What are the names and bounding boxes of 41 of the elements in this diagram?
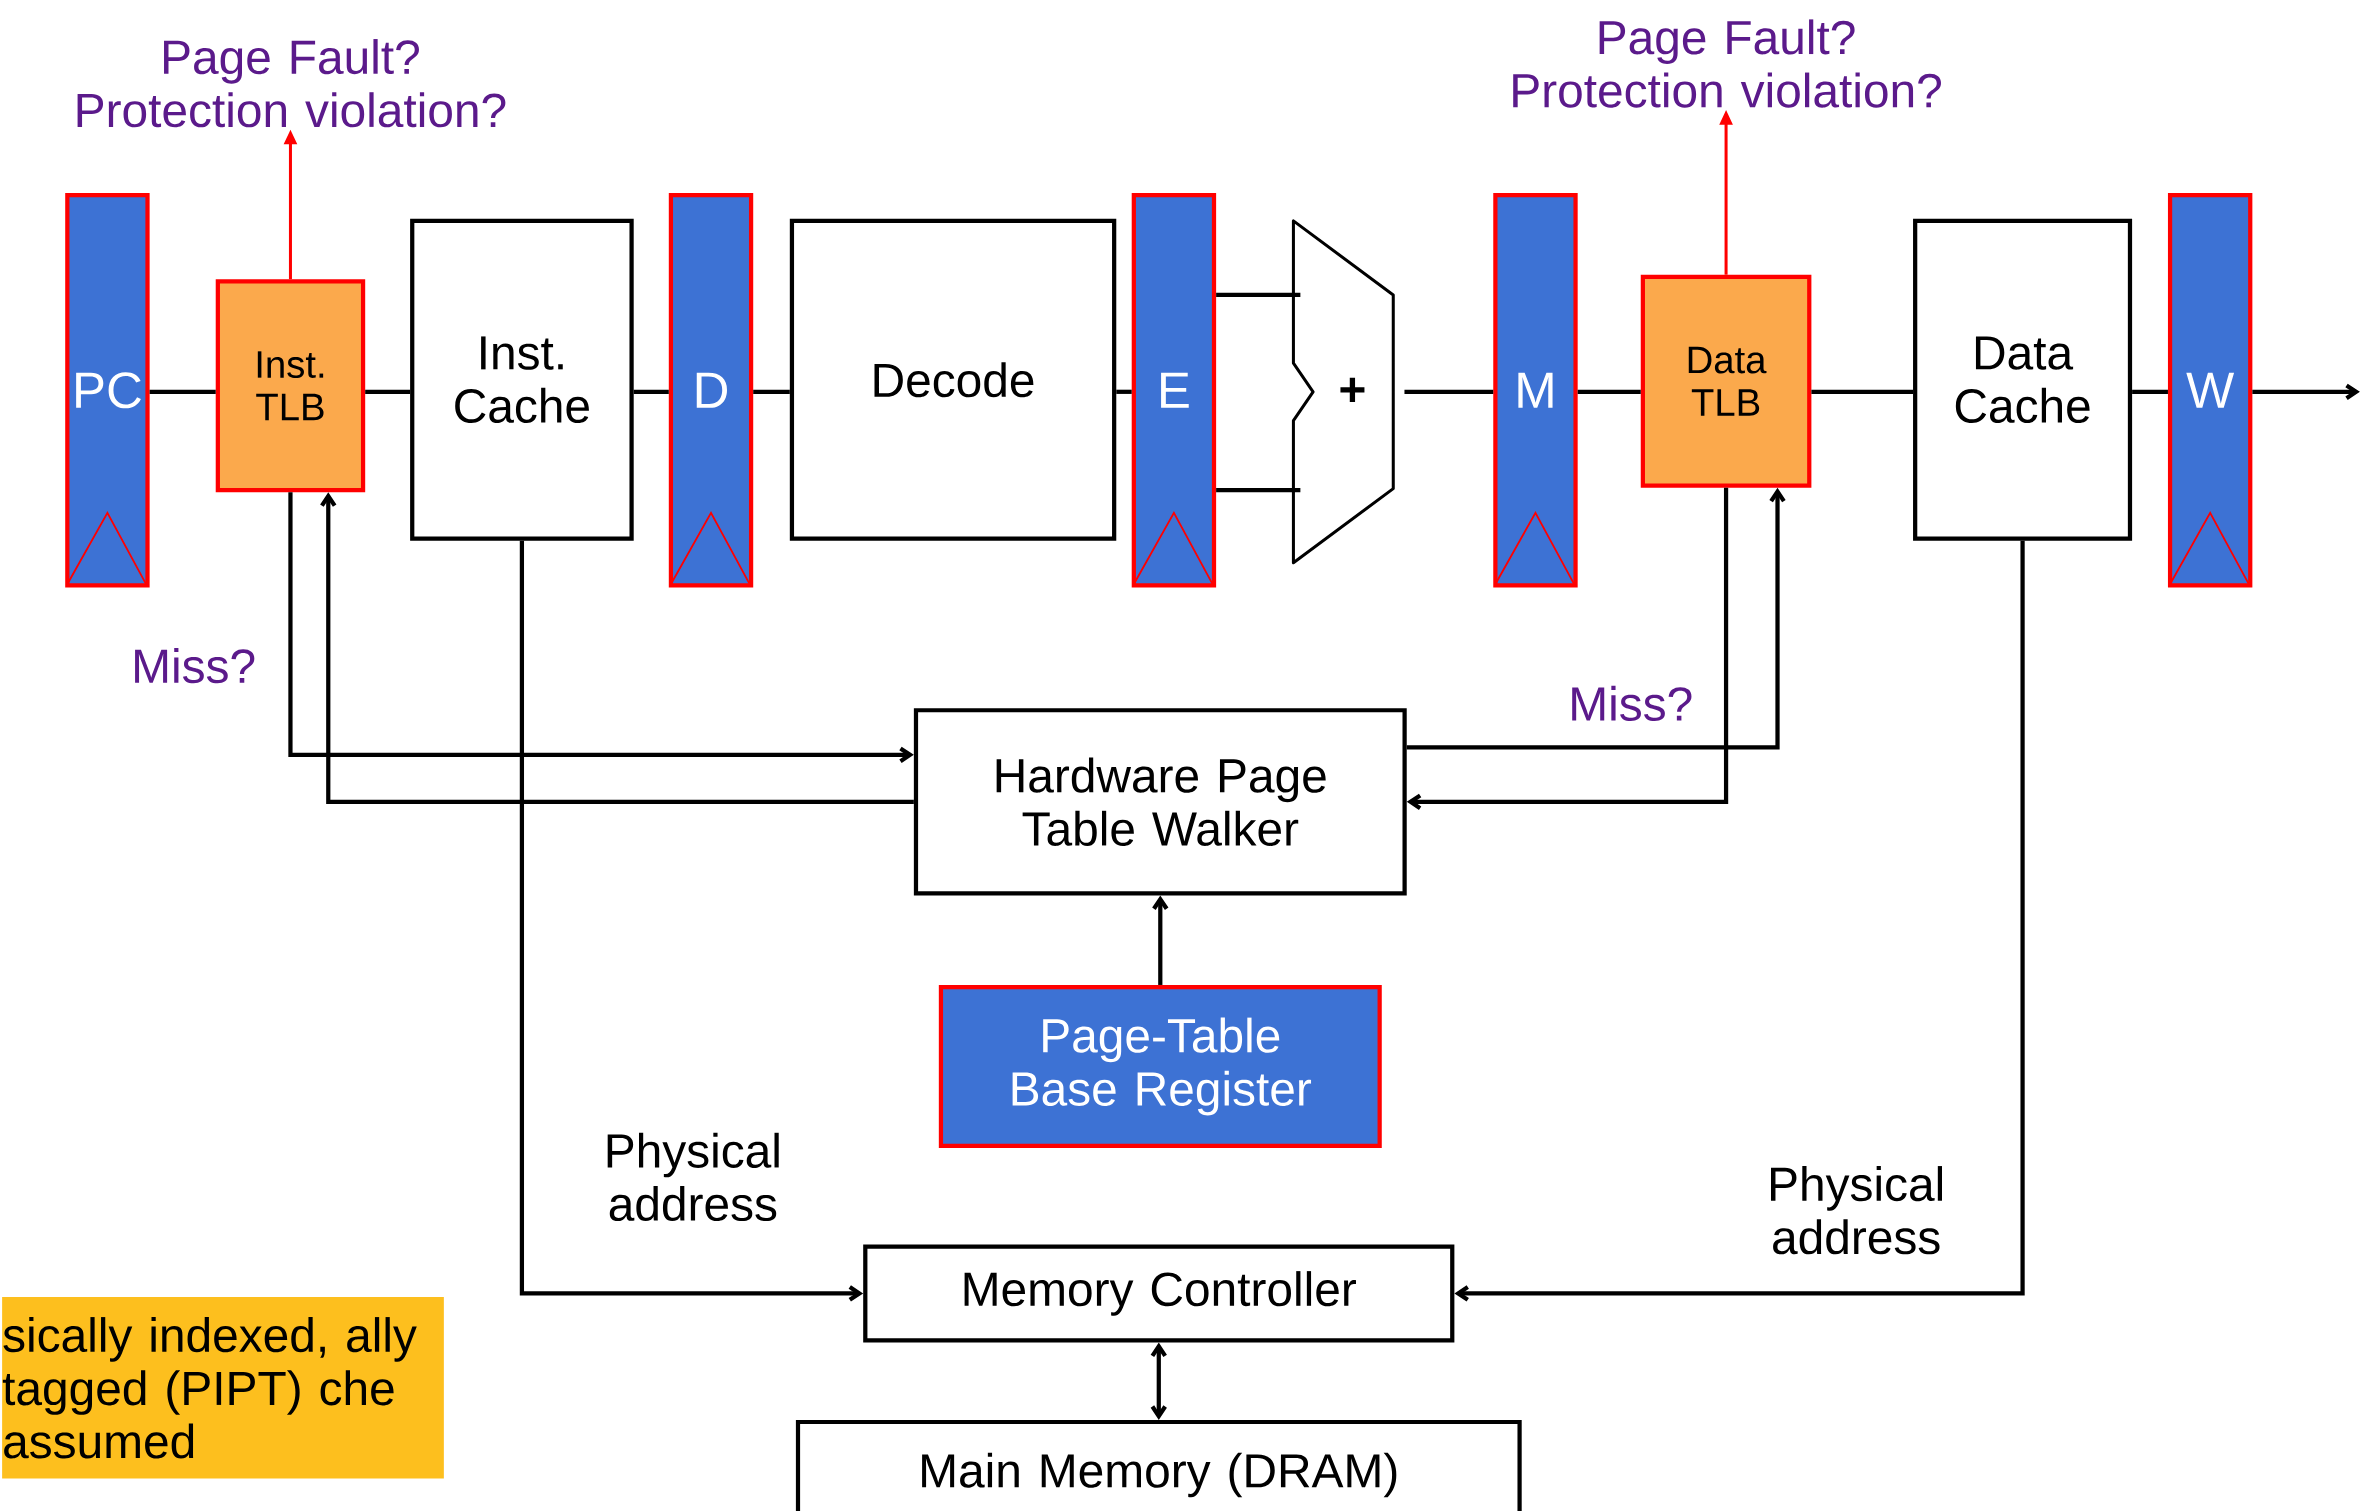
arrow xyxy=(1454,540,2025,1302)
edge-label: Miss? xyxy=(135,647,255,684)
process-box: Data Cache xyxy=(1913,218,2133,541)
connector-line xyxy=(1577,389,1641,394)
pipeline-register: W xyxy=(2167,192,2253,588)
connector-line xyxy=(365,389,411,394)
arrow xyxy=(288,492,914,763)
edge-label: Physical address xyxy=(607,1132,779,1221)
arrow xyxy=(1406,487,1729,810)
note-box: sically indexed, ally tagged (PIPT) che assumed xyxy=(2,1296,444,1479)
connector-line xyxy=(1216,487,1301,493)
arrow xyxy=(2252,383,2360,400)
warning-text: Page Fault? Protection violation? xyxy=(1513,19,1941,108)
edge-label: Physical address xyxy=(1771,1165,1943,1255)
arrow xyxy=(320,492,914,804)
process-box: Memory Controller xyxy=(863,1244,1455,1343)
connector-line xyxy=(2132,389,2168,394)
pipeline-register: M xyxy=(1493,192,1578,588)
register-box: Page-Table Base Register xyxy=(938,984,1382,1148)
process-box: Decode xyxy=(789,218,1117,541)
edge-label: Miss? xyxy=(1572,685,1692,721)
arrow xyxy=(519,540,864,1302)
arrow xyxy=(1150,1342,1167,1420)
pipeline-register: D xyxy=(668,192,754,588)
tlb-box: Inst. TLB xyxy=(215,279,366,493)
connector-line xyxy=(1811,389,1914,394)
connector-line xyxy=(1216,292,1301,297)
tlb-box: Data TLB xyxy=(1640,274,1812,488)
process-box: Inst. Cache xyxy=(410,218,634,541)
pipeline-register: PC xyxy=(65,192,150,588)
arrow xyxy=(1406,487,1786,750)
connector-line xyxy=(633,389,669,394)
connector-line xyxy=(1116,389,1132,394)
process-box: Hardware Page Table Walker xyxy=(913,708,1407,896)
connector-line xyxy=(149,389,216,394)
connector-line xyxy=(753,389,790,394)
connector-line xyxy=(1404,389,1494,394)
process-box: Main Memory (DRAM) xyxy=(795,1419,1522,1511)
pipeline-register: E xyxy=(1131,192,1217,588)
warning-text: Page Fault? Protection violation? xyxy=(77,38,506,128)
arrow xyxy=(1152,895,1169,985)
